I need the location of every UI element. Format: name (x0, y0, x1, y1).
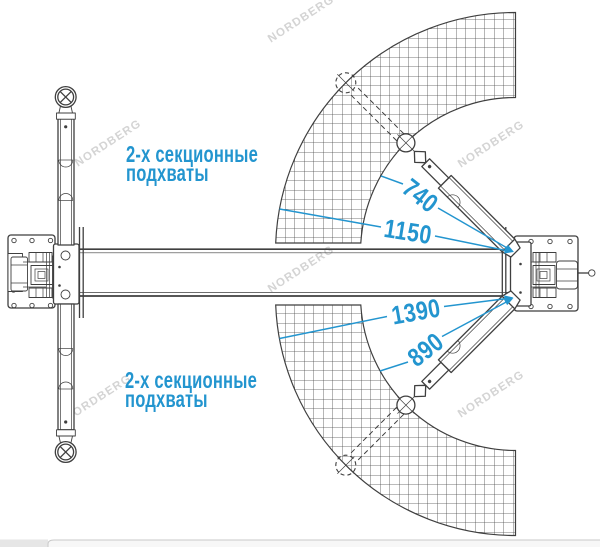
arm-type-label-line: 2-х секционные (126, 142, 258, 167)
watermark-text: NORDBERG (266, 0, 337, 45)
watermark-text: NORDBERG (456, 119, 527, 171)
watermark-text: NORDBERG (266, 244, 337, 296)
reach-zone-top (275, 11, 517, 244)
left-arm-top-pad (54, 85, 77, 109)
dimension-label-1150: 1150 (382, 214, 434, 251)
dimension-label-1390: 1390 (389, 293, 442, 331)
left-carriage-mechanism (10, 252, 59, 299)
reach-zone-bottom (275, 304, 517, 537)
right-carriage-mechanism (531, 252, 578, 298)
page-bottom-band (0, 539, 600, 547)
arm-type-label-line: подхваты (126, 161, 209, 186)
right-post (501, 227, 596, 318)
right-motor-block (556, 260, 578, 290)
left-post (7, 227, 84, 318)
arm-type-label-bottom: 2-х секционные подхваты (125, 368, 257, 412)
arm-type-label-line: 2-х секционные (125, 368, 257, 393)
watermark-text: NORDBERG (456, 369, 527, 421)
unlock-rod (578, 269, 596, 277)
left-arm-top (54, 85, 77, 246)
right-swing-arm-bottom (335, 290, 521, 476)
left-arm-bottom (54, 303, 77, 464)
crossbeam (79, 248, 511, 297)
arm-type-label-top: 2-х секционные подхваты (126, 142, 258, 186)
right-carriage-plate (509, 241, 532, 307)
left-arm-bottom-pad (54, 440, 77, 464)
arm-type-label-line: подхваты (125, 387, 208, 412)
